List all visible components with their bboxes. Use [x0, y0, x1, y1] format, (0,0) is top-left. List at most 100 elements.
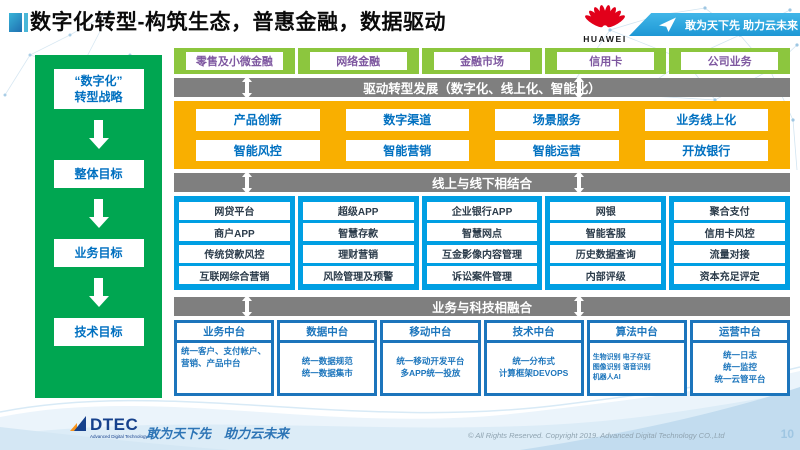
capability-label: 智能风控 — [196, 139, 320, 161]
capability-label: 场景服务 — [495, 109, 619, 131]
updown-arrow-icon — [241, 295, 252, 318]
capability-label: 业务线上化 — [644, 109, 768, 131]
banner-online-offline: 线上与线下相结合 — [174, 171, 790, 194]
application-column: 网贷平台 商户APP 传统贷款风控 互联网综合营销 — [174, 196, 295, 290]
business-line-label: 金融市场 — [433, 52, 531, 70]
application-label: 商户APP — [179, 223, 290, 242]
application-label: 互金影像内容管理 — [426, 244, 538, 263]
business-line-label: 公司业务 — [681, 52, 778, 70]
application-label: 聚合支付 — [674, 201, 785, 220]
banner-drive-label: 驱动转型发展（数字化、线上化、智能化） — [363, 82, 601, 96]
platform-column: 数据中台 统一数据规范 统一数据集市 — [277, 320, 378, 396]
slogan-ribbon: 敢为天下先 助力云未来 — [629, 13, 800, 36]
platform-name: 数据中台 — [280, 323, 375, 340]
platform-column: 移动中台 统一移动开发平台 多APP统一投放 — [380, 320, 481, 396]
business-line-label: 零售及小微金融 — [186, 52, 283, 70]
business-lines-row: 零售及小微金融 网络金融 金融市场 信用卡 公司业务 — [174, 48, 790, 74]
platform-desc: 统一日志 统一监控 统一云管平台 — [692, 343, 788, 393]
application-label: 理财营销 — [302, 244, 414, 263]
footer-tagline: 敢为天下先 助力云未来 — [146, 426, 290, 441]
banner-drive-transform: 驱动转型发展（数字化、线上化、智能化） — [174, 76, 790, 99]
platform-desc: 统一客户、支付帐户、营销、产品中台 — [177, 343, 272, 393]
platform-name: 运营中台 — [692, 323, 788, 340]
platform-desc: 生物识别 电子存证 图像识别 语音识别 机器人AI — [589, 343, 684, 393]
application-label: 流量对接 — [674, 244, 785, 263]
updown-arrow-icon — [574, 171, 585, 194]
updown-arrow-icon — [574, 76, 585, 99]
sidebar-item-business-goal: 业务目标 — [53, 239, 144, 267]
title-accent-bars — [9, 13, 28, 32]
capabilities-section: 产品创新 数字渠道 场景服务 业务线上化 智能风控 智能营销 智能运营 开放银行 — [174, 101, 790, 169]
application-label: 超级APP — [302, 201, 414, 220]
application-column: 网银 智能客服 历史数据查询 内部评级 — [545, 196, 667, 290]
application-label: 诉讼案件管理 — [426, 266, 538, 285]
capability-label: 产品创新 — [196, 109, 320, 131]
application-label: 智慧存款 — [302, 223, 414, 242]
adtec-logo: DTEC Advanced Digital Technology — [70, 416, 148, 439]
banner-online-offline-label: 线上与线下相结合 — [431, 177, 532, 191]
platform-column: 业务中台 统一客户、支付帐户、营销、产品中台 — [174, 320, 275, 396]
copyright-text: © All Rights Reserved. Copyright 2019. A… — [468, 431, 725, 440]
banner-business-tech: 业务与科技相融合 — [174, 295, 790, 318]
huawei-wordmark: HUAWEI — [583, 34, 627, 44]
platform-column: 运营中台 统一日志 统一监控 统一云管平台 — [689, 320, 791, 396]
platform-desc: 统一移动开发平台 多APP统一投放 — [383, 343, 478, 393]
slogan-text: 敢为天下先 助力云未来 — [685, 19, 799, 32]
business-line-cell: 信用卡 — [545, 48, 667, 74]
platform-name: 业务中台 — [177, 323, 272, 340]
capability-label: 开放银行 — [644, 139, 768, 161]
application-label: 互联网综合营销 — [179, 266, 290, 285]
sidebar-item-tech-goal: 技术目标 — [53, 318, 144, 346]
paper-plane-icon — [659, 17, 676, 32]
capability-label: 数字渠道 — [345, 109, 469, 131]
application-label: 资本充足评定 — [674, 266, 785, 285]
application-label: 信用卡风控 — [674, 223, 785, 242]
strategy-sidebar: “数字化” 转型战略 整体目标 业务目标 技术目标 — [35, 55, 162, 398]
adtec-subtext: Advanced Digital Technology — [90, 434, 148, 439]
platform-desc: 统一数据规范 统一数据集市 — [280, 343, 375, 393]
platform-column: 技术中台 统一分布式 计算框架DEVOPS — [483, 320, 584, 396]
application-label: 网贷平台 — [179, 201, 290, 220]
platforms-section: 业务中台 统一客户、支付帐户、营销、产品中台 数据中台 统一数据规范 统一数据集… — [174, 320, 791, 396]
huawei-flower-icon — [585, 5, 625, 28]
business-line-cell: 网络金融 — [297, 48, 419, 74]
platform-name: 技术中台 — [486, 323, 581, 340]
capability-label: 智能营销 — [345, 139, 469, 161]
adtec-wordmark: DTEC — [90, 415, 139, 434]
application-label: 企业银行APP — [426, 201, 538, 220]
application-label: 历史数据查询 — [550, 244, 662, 263]
applications-section: 网贷平台 商户APP 传统贷款风控 互联网综合营销 超级APP 智慧存款 理财营… — [174, 196, 790, 290]
updown-arrow-icon — [241, 171, 252, 194]
updown-arrow-icon — [574, 295, 585, 318]
down-arrow-icon — [88, 199, 109, 228]
business-line-cell: 公司业务 — [669, 48, 790, 74]
platform-name: 算法中台 — [589, 323, 684, 340]
application-column: 超级APP 智慧存款 理财营销 风险管理及预警 — [297, 196, 419, 290]
platform-column: 算法中台 生物识别 电子存证 图像识别 语音识别 机器人AI — [586, 320, 687, 396]
business-line-label: 信用卡 — [557, 52, 655, 70]
application-column: 聚合支付 信用卡风控 流量对接 资本充足评定 — [669, 196, 790, 290]
page-title: 数字化转型-构筑生态，普惠金融，数据驱动 — [30, 11, 446, 34]
application-label: 智慧网点 — [426, 223, 538, 242]
application-label: 传统贷款风控 — [179, 244, 290, 263]
banner-business-tech-label: 业务与科技相融合 — [431, 301, 532, 315]
platform-name: 移动中台 — [383, 323, 478, 340]
business-line-cell: 零售及小微金融 — [174, 48, 295, 74]
application-label: 网银 — [550, 201, 662, 220]
updown-arrow-icon — [241, 76, 252, 99]
sidebar-item-overall-goal: 整体目标 — [53, 160, 144, 188]
down-arrow-icon — [88, 278, 109, 307]
business-line-label: 网络金融 — [309, 52, 407, 70]
huawei-logo: HUAWEI — [576, 3, 634, 44]
application-label: 内部评级 — [550, 266, 662, 285]
sidebar-item-strategy: “数字化” 转型战略 — [53, 69, 144, 109]
adtec-logo-mark-icon — [70, 416, 86, 431]
application-label: 智能客服 — [550, 223, 662, 242]
architecture-diagram: 零售及小微金融 网络金融 金融市场 信用卡 公司业务 驱动转型发展（数字化、线上… — [174, 48, 791, 396]
down-arrow-icon — [88, 120, 109, 149]
page-number: 10 — [780, 427, 794, 441]
application-label: 风险管理及预警 — [302, 266, 414, 285]
application-column: 企业银行APP 智慧网点 互金影像内容管理 诉讼案件管理 — [421, 196, 543, 290]
capability-label: 智能运营 — [495, 139, 619, 161]
